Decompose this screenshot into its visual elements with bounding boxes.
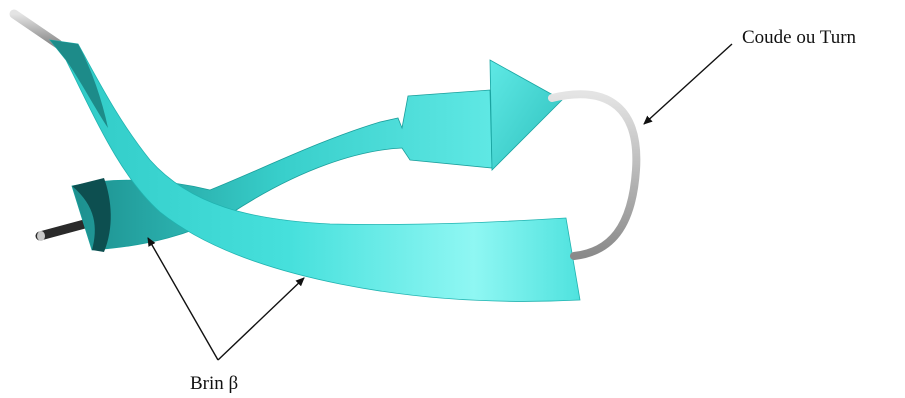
c-terminus-cap [37, 231, 45, 241]
arrowhead [490, 60, 562, 170]
strand-pointer-arrow-1 [148, 238, 218, 360]
strand-label: Brin β [190, 374, 238, 393]
strand-pointer-arrow-2 [218, 278, 304, 360]
turn-label: Coude ou Turn [742, 28, 856, 47]
turn-pointer-arrow [644, 44, 732, 124]
n-terminus-coil [14, 14, 58, 44]
